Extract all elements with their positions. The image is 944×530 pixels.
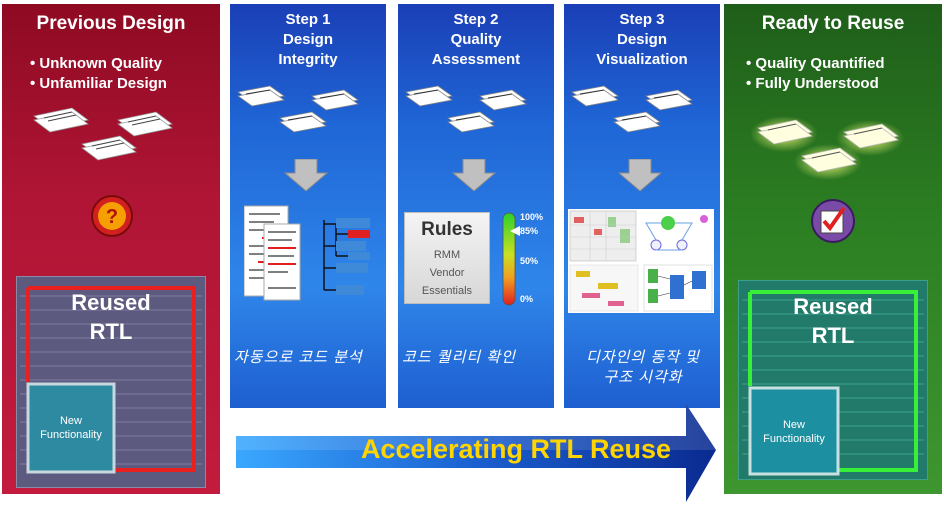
bullet-fully-understood: • Fully Understood [746, 75, 879, 92]
arrow-down-icon [283, 159, 329, 191]
visualization-screenshot [568, 209, 714, 313]
reused-rtl-label: Reused RTL [16, 288, 206, 346]
reused-rtl-text: Reused RTL [71, 290, 151, 344]
banner-arrow-icon [236, 404, 716, 502]
reused-rtl-text-verified: Reused RTL [793, 294, 873, 348]
bullet-unknown-quality: • Unknown Quality [30, 55, 162, 72]
arrow-down-icon [617, 159, 663, 191]
document-stack-icon [237, 85, 359, 133]
banner-text: Accelerating RTL Reuse [360, 434, 672, 464]
step2-caption: 코드 퀄리티 확인 [402, 349, 516, 366]
reused-rtl-chip-verified: Reused RTL New Functionality [738, 280, 928, 492]
svg-text:?: ? [106, 206, 118, 228]
step1-title: Step 1 Design Integrity [230, 10, 386, 70]
step2-title: Step 2 Quality Assessment [398, 10, 554, 70]
gauge-label-85: 85% [520, 226, 539, 236]
paper-icon [33, 107, 89, 133]
new-functionality-text-verified: New Functionality [763, 419, 825, 445]
rules-item-vendor: Vendor [429, 267, 465, 279]
step2-quality-assessment-panel: Step 2 Quality Assessment Rules RMM Vend… [398, 4, 554, 408]
ready-to-reuse-panel: Ready to Reuse • Quality Quantified • Fu… [724, 4, 942, 494]
step3-design-visualization-panel: Step 3 Design Visualization [564, 4, 720, 408]
document-stack-icon [33, 107, 173, 161]
step3-title: Step 3 Design Visualization [564, 10, 720, 70]
reused-rtl-chip: Reused RTL New Functionality [16, 276, 206, 488]
rules-item-rmm: RMM [433, 249, 461, 261]
step1-caption: 자동으로 코드 분석 [234, 349, 363, 366]
rules-box: Rules RMM Vendor Essentials [404, 212, 490, 304]
reused-rtl-label-verified: Reused RTL [738, 292, 928, 350]
gauge-label-100: 100% [520, 212, 544, 222]
previous-design-panel: Previous Design • Unknown Quality • Unfa… [2, 4, 220, 494]
gauge-label-50: 50% [520, 256, 539, 266]
step3-title-text: Step 3 Design Visualization [596, 11, 688, 68]
glowing-document-stack-icon [750, 116, 904, 180]
new-functionality-label-verified: New Functionality [750, 418, 838, 446]
chip-die-graphic [738, 280, 928, 480]
ready-to-reuse-title: Ready to Reuse [761, 13, 905, 34]
step2-title-text: Step 2 Quality Assessment [431, 11, 521, 68]
question-mark-icon: ? [91, 195, 133, 237]
previous-design-bullets: • Unknown Quality • Unfamiliar Design [30, 54, 167, 94]
arrow-down-icon [451, 159, 497, 191]
paper-icon [81, 135, 137, 161]
bullet-quality-quantified: • Quality Quantified [746, 55, 885, 72]
rules-item-essentials: Essentials [421, 285, 473, 297]
step1-title-text: Step 1 Design Integrity [278, 11, 338, 68]
code-analysis-icon [244, 205, 370, 301]
accelerating-banner: Accelerating RTL Reuse [236, 398, 720, 506]
previous-design-title: Previous Design [36, 13, 186, 34]
checkmark-badge-icon [811, 199, 855, 243]
chip-die-graphic [16, 276, 206, 488]
step3-caption: 디자인의 동작 및 구조 시각화 [572, 348, 714, 388]
step3-caption-text: 디자인의 동작 및 구조 시각화 [586, 349, 700, 386]
document-stack-icon [405, 85, 527, 133]
gauge-pointer-icon [510, 226, 520, 236]
gauge-label-0: 0% [520, 294, 534, 304]
paper-icon [117, 111, 173, 137]
rules-title: Rules [421, 219, 473, 240]
quality-gauge-bar [502, 212, 516, 306]
step1-design-integrity-panel: Step 1 Design Integrity [230, 4, 386, 408]
new-functionality-text: New Functionality [40, 415, 102, 441]
ready-to-reuse-bullets: • Quality Quantified • Fully Understood [746, 54, 885, 94]
document-stack-icon [571, 85, 693, 133]
bullet-unfamiliar-design: • Unfamiliar Design [30, 75, 167, 92]
new-functionality-label: New Functionality [28, 414, 114, 442]
